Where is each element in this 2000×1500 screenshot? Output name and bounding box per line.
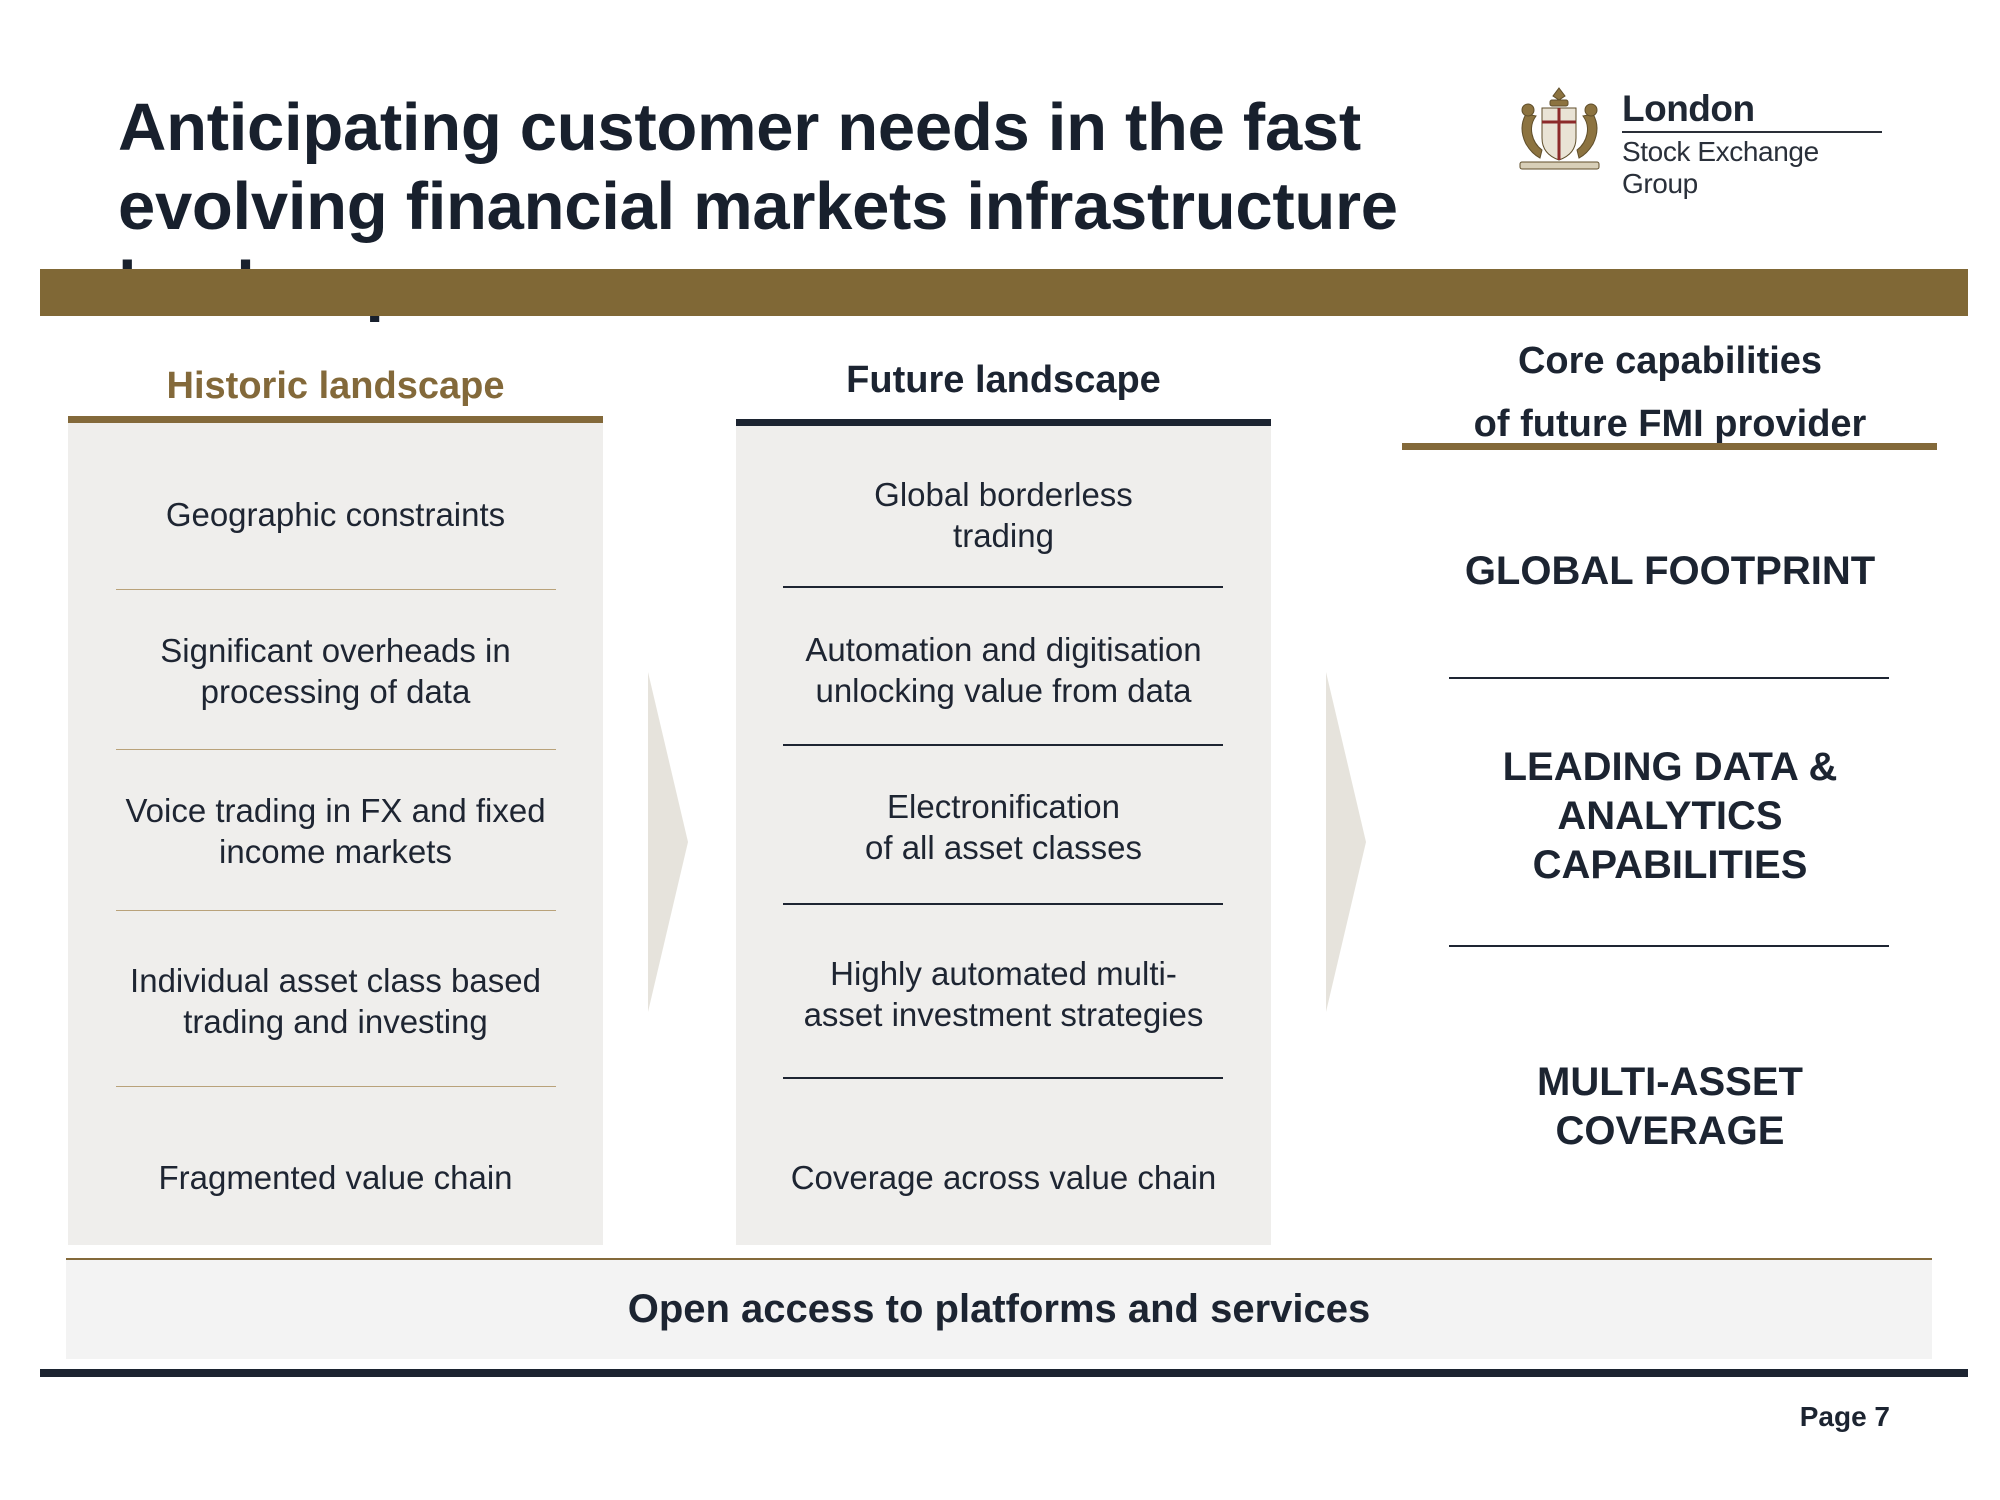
historic-panel xyxy=(68,423,603,1245)
core-heading-rule xyxy=(1402,443,1937,450)
future-item-2: Automation and digitisation unlocking va… xyxy=(805,631,1202,709)
logo-name-line-2: Stock Exchange Group xyxy=(1622,136,1819,199)
future-divider xyxy=(783,586,1223,588)
historic-divider xyxy=(116,1086,556,1087)
core-item-3: MULTI-ASSET COVERAGE xyxy=(1537,1060,1803,1153)
page-title: Anticipating customer needs in the fast … xyxy=(118,88,1518,325)
historic-heading-rule xyxy=(68,416,603,423)
future-divider xyxy=(783,903,1223,905)
historic-divider xyxy=(116,749,556,750)
historic-item-5: Fragmented value chain xyxy=(158,1159,513,1196)
open-access-banner: Open access to platforms and services xyxy=(66,1260,1932,1359)
page-number: Page 7 xyxy=(1799,1401,1890,1432)
future-divider xyxy=(783,1077,1223,1079)
historic-divider xyxy=(116,910,556,911)
future-item-1: Global borderless trading xyxy=(874,476,1133,554)
future-panel xyxy=(736,426,1271,1245)
future-item-4: Highly automated multi- asset investment… xyxy=(803,955,1204,1033)
core-heading-line-1: Core capabilities xyxy=(1517,340,1823,382)
future-divider xyxy=(783,744,1223,746)
logo-divider xyxy=(1622,131,1882,133)
lseg-logo: London Stock Exchange Group xyxy=(1512,84,1892,199)
historic-item-3: Voice trading in FX and fixed income mar… xyxy=(125,792,546,870)
historic-item-4: Individual asset class based trading and… xyxy=(130,962,541,1040)
logo-name-line-1: London xyxy=(1622,88,1755,129)
core-item-2: LEADING DATA & ANALYTICS CAPABILITIES xyxy=(1502,745,1838,887)
chevron-right-icon xyxy=(648,672,688,1012)
core-heading: Core capabilities of future FMI provider xyxy=(1402,330,1938,456)
historic-item-1: Geographic constraints xyxy=(165,496,506,533)
historic-item-2: Significant overheads in processing of d… xyxy=(160,632,511,710)
crest-icon xyxy=(1519,87,1600,170)
core-divider xyxy=(1449,945,1889,947)
footer-top-rule xyxy=(66,1258,1932,1260)
historic-heading: Historic landscape xyxy=(166,365,505,407)
future-heading-rule xyxy=(736,419,1271,426)
future-item-5: Coverage across value chain xyxy=(790,1159,1217,1196)
header-band xyxy=(40,269,1968,316)
title-line-1: Anticipating customer needs in the fast xyxy=(118,90,1361,165)
core-divider xyxy=(1449,677,1889,679)
core-item-1: GLOBAL FOOTPRINT xyxy=(1464,549,1876,593)
historic-divider xyxy=(116,589,556,590)
open-access-text: Open access to platforms and services xyxy=(627,1287,1371,1331)
future-heading: Future landscape xyxy=(846,359,1161,401)
future-item-3: Electronification of all asset classes xyxy=(865,788,1142,866)
chevron-right-icon xyxy=(1326,672,1366,1012)
footer-bottom-rule xyxy=(40,1369,1968,1377)
core-heading-line-2: of future FMI provider xyxy=(1473,403,1867,445)
